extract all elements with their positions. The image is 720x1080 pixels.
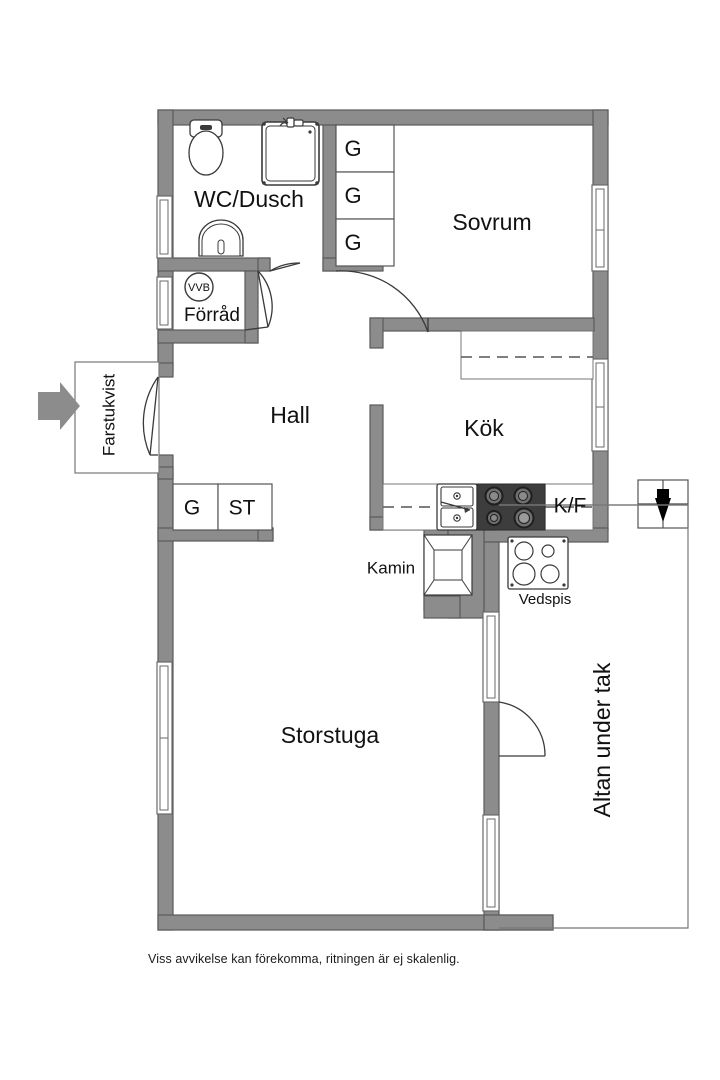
window-forrad xyxy=(156,276,173,330)
wood-stove-icon xyxy=(507,536,569,590)
closet-labels: G G G G ST K/F xyxy=(184,136,587,520)
farstukvist-outline xyxy=(74,361,160,474)
windows xyxy=(156,184,609,912)
window-sovrum xyxy=(591,184,609,272)
room-label-vedspis: Vedspis xyxy=(519,591,572,608)
window-storstuga-right-lower xyxy=(482,814,500,912)
closet-label-kf: K/F xyxy=(554,495,587,518)
closet-label-g4: G xyxy=(184,497,200,520)
closet-label-g1: G xyxy=(344,136,361,161)
altan-outline xyxy=(499,504,689,929)
room-label-altan: Altan under tak xyxy=(589,662,615,817)
fixture-labels: VVB xyxy=(188,282,210,294)
closet-label-st: ST xyxy=(229,497,256,520)
stairs-icon xyxy=(637,479,689,529)
window-wc xyxy=(156,195,173,259)
closet-label-g2: G xyxy=(344,183,361,208)
room-label-storstuga: Storstuga xyxy=(281,722,380,748)
closet-box-g1 xyxy=(335,124,395,173)
room-label-forrad: Förråd xyxy=(184,305,240,326)
closet-box-g3 xyxy=(335,218,395,267)
fixture-label-vvb: VVB xyxy=(188,282,210,294)
window-storstuga-right-upper xyxy=(482,611,500,703)
closet-box-st xyxy=(217,483,273,531)
window-storstuga-left xyxy=(156,661,173,815)
disclaimer-note: Viss avvikelse kan förekomma, ritningen … xyxy=(148,952,460,966)
room-label-kok: Kök xyxy=(464,415,504,441)
fireplace-icon xyxy=(423,534,473,596)
room-labels: WC/Dusch Förråd Sovrum Hall Kök Storstug… xyxy=(99,186,615,817)
vvb-tank-icon xyxy=(184,272,214,302)
shower-icon xyxy=(261,117,320,186)
window-kok xyxy=(591,358,609,452)
kitchen-counter xyxy=(382,330,594,531)
washbasin-icon xyxy=(198,219,244,257)
stove-hob-icon xyxy=(476,483,546,531)
room-label-sovrum: Sovrum xyxy=(452,209,531,235)
closet-box-g2 xyxy=(335,171,395,220)
door-swings xyxy=(142,262,546,757)
room-label-wc-dusch: WC/Dusch xyxy=(194,186,304,212)
closet-label-g3: G xyxy=(344,230,361,255)
entrance-direction-arrow xyxy=(38,382,80,430)
room-label-hall: Hall xyxy=(270,402,310,428)
closet-box-g4 xyxy=(172,483,219,531)
kitchen-sink-icon xyxy=(436,483,478,531)
room-label-farstukvist: Farstukvist xyxy=(99,374,118,456)
closet-outlines xyxy=(172,124,395,531)
toilet-icon xyxy=(188,119,224,176)
room-label-kamin: Kamin xyxy=(367,558,415,577)
